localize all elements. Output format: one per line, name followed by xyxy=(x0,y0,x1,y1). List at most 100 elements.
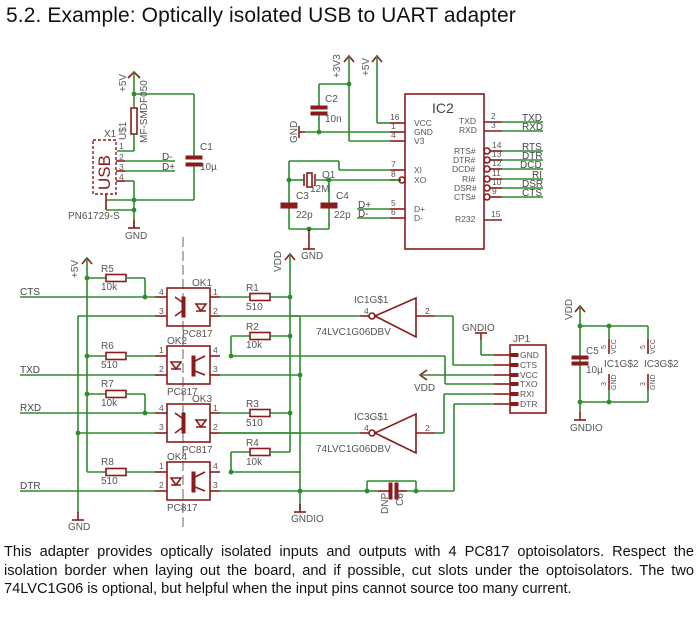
label: RI# xyxy=(462,174,476,184)
wire xyxy=(509,392,519,396)
fuse-value: MF-SMDF050 xyxy=(139,80,150,143)
c4-ref: C4 xyxy=(336,191,349,202)
label: RTS xyxy=(522,142,542,153)
net-label-dp: D+ xyxy=(358,200,371,211)
net-label-dm: D- xyxy=(358,209,369,220)
net-label-5v: +5V xyxy=(70,260,81,278)
capacitor-c6 xyxy=(388,482,393,500)
wire xyxy=(194,355,206,376)
label: GND xyxy=(611,374,618,390)
wire xyxy=(174,296,183,317)
gnd-label: GND xyxy=(125,231,147,242)
label: 15 xyxy=(491,209,501,219)
net-label-vdd: VDD xyxy=(273,251,284,272)
junction xyxy=(131,197,137,203)
inverter-section: IC1G$1 74LVC1G06DBV 4 2 IC3G$1 74LVC1G06… xyxy=(220,295,547,514)
label: PC817 xyxy=(167,503,198,514)
pin-number: 1 xyxy=(119,141,124,151)
fuse-ref: U$1 xyxy=(118,121,129,140)
wire xyxy=(571,355,589,360)
label: 8 xyxy=(391,169,396,179)
label: 3 xyxy=(213,364,218,374)
label: 12 xyxy=(492,158,502,168)
c3-ref: C3 xyxy=(296,191,309,202)
label: 4 xyxy=(364,306,369,316)
r8-value: 510 xyxy=(101,476,118,487)
jp1-connector xyxy=(509,344,547,414)
label: D+ xyxy=(414,204,425,214)
label: TXD xyxy=(522,113,542,124)
r1-value: 510 xyxy=(246,302,263,313)
label: 4 xyxy=(391,130,396,140)
junction xyxy=(287,410,293,416)
crystal xyxy=(306,172,313,188)
label: 2 xyxy=(213,306,218,316)
wire xyxy=(181,412,186,434)
label: 2 xyxy=(425,423,430,433)
wire xyxy=(174,412,183,434)
label: 5 xyxy=(601,345,608,349)
c1-ref: C1 xyxy=(200,142,213,153)
q1-value: 12M xyxy=(310,184,329,195)
label: 9 xyxy=(492,186,497,196)
label: TXD xyxy=(459,116,476,126)
r2-value: 10k xyxy=(246,340,263,351)
label: 4 xyxy=(364,423,369,433)
label: D- xyxy=(414,213,423,223)
q1-ref: Q1 xyxy=(322,170,336,181)
net-label-3v3: +3V3 xyxy=(332,54,343,78)
schematic-diagram: +5V U$1 MF-SMDF050 USB X1 1 2 3 4 D- D+ … xyxy=(20,54,679,533)
r6-value: 510 xyxy=(101,360,118,371)
junction xyxy=(483,175,491,183)
wire xyxy=(191,355,196,377)
label: 11 xyxy=(492,168,501,178)
r8-ref: R8 xyxy=(101,457,114,468)
label: PC817 xyxy=(167,387,198,398)
label: GND xyxy=(520,350,539,360)
wire xyxy=(320,202,338,209)
label: 3 xyxy=(213,480,218,490)
wire xyxy=(169,477,183,487)
ic1g2-ref: IC1G$2 xyxy=(604,359,639,370)
usb-part: PN61729-S xyxy=(68,211,120,222)
c3-value: 22p xyxy=(296,210,313,221)
wire xyxy=(310,105,328,110)
label: 1 xyxy=(213,403,218,413)
usb-ref: X1 xyxy=(104,129,117,140)
inverter-ic1 xyxy=(373,296,417,339)
gndio-label: GNDIO xyxy=(570,423,603,434)
resistor xyxy=(249,331,271,341)
capacitor-plate xyxy=(185,155,203,160)
jp1-pins: GND CTS VCC TXO RXI DTR xyxy=(494,350,539,409)
label: 4 xyxy=(159,403,164,413)
gnd-label: GND xyxy=(301,251,323,262)
net-label-5v: +5V xyxy=(361,58,372,76)
label: XI xyxy=(414,165,422,175)
gnd-label: GND xyxy=(289,121,300,143)
label: OK3 xyxy=(192,394,212,405)
label: RTS# xyxy=(454,146,476,156)
label: R232 xyxy=(455,214,476,224)
ic2-ref: IC2 xyxy=(432,100,454,116)
label: 5 xyxy=(391,198,396,208)
wire xyxy=(194,471,206,492)
junction xyxy=(316,129,322,135)
r5-ref: R5 xyxy=(101,264,114,275)
label: OK2 xyxy=(167,336,187,347)
ic3g2-ref: IC3G$2 xyxy=(644,359,679,370)
r6-ref: R6 xyxy=(101,341,114,352)
junction xyxy=(483,147,491,155)
pin-number: 2 xyxy=(119,152,124,162)
label: TXO xyxy=(520,379,538,389)
resistor xyxy=(105,389,127,399)
net-label-dtr: DTR xyxy=(20,481,41,492)
label: CTS xyxy=(522,188,542,199)
net-label-vdd: VDD xyxy=(564,299,575,320)
resistor xyxy=(105,351,127,361)
label: OK4 xyxy=(167,452,187,463)
resistor xyxy=(249,292,271,302)
c6-ref: C6 xyxy=(395,493,406,506)
r4-ref: R4 xyxy=(246,438,259,449)
c5-ref: C5 xyxy=(586,346,599,357)
